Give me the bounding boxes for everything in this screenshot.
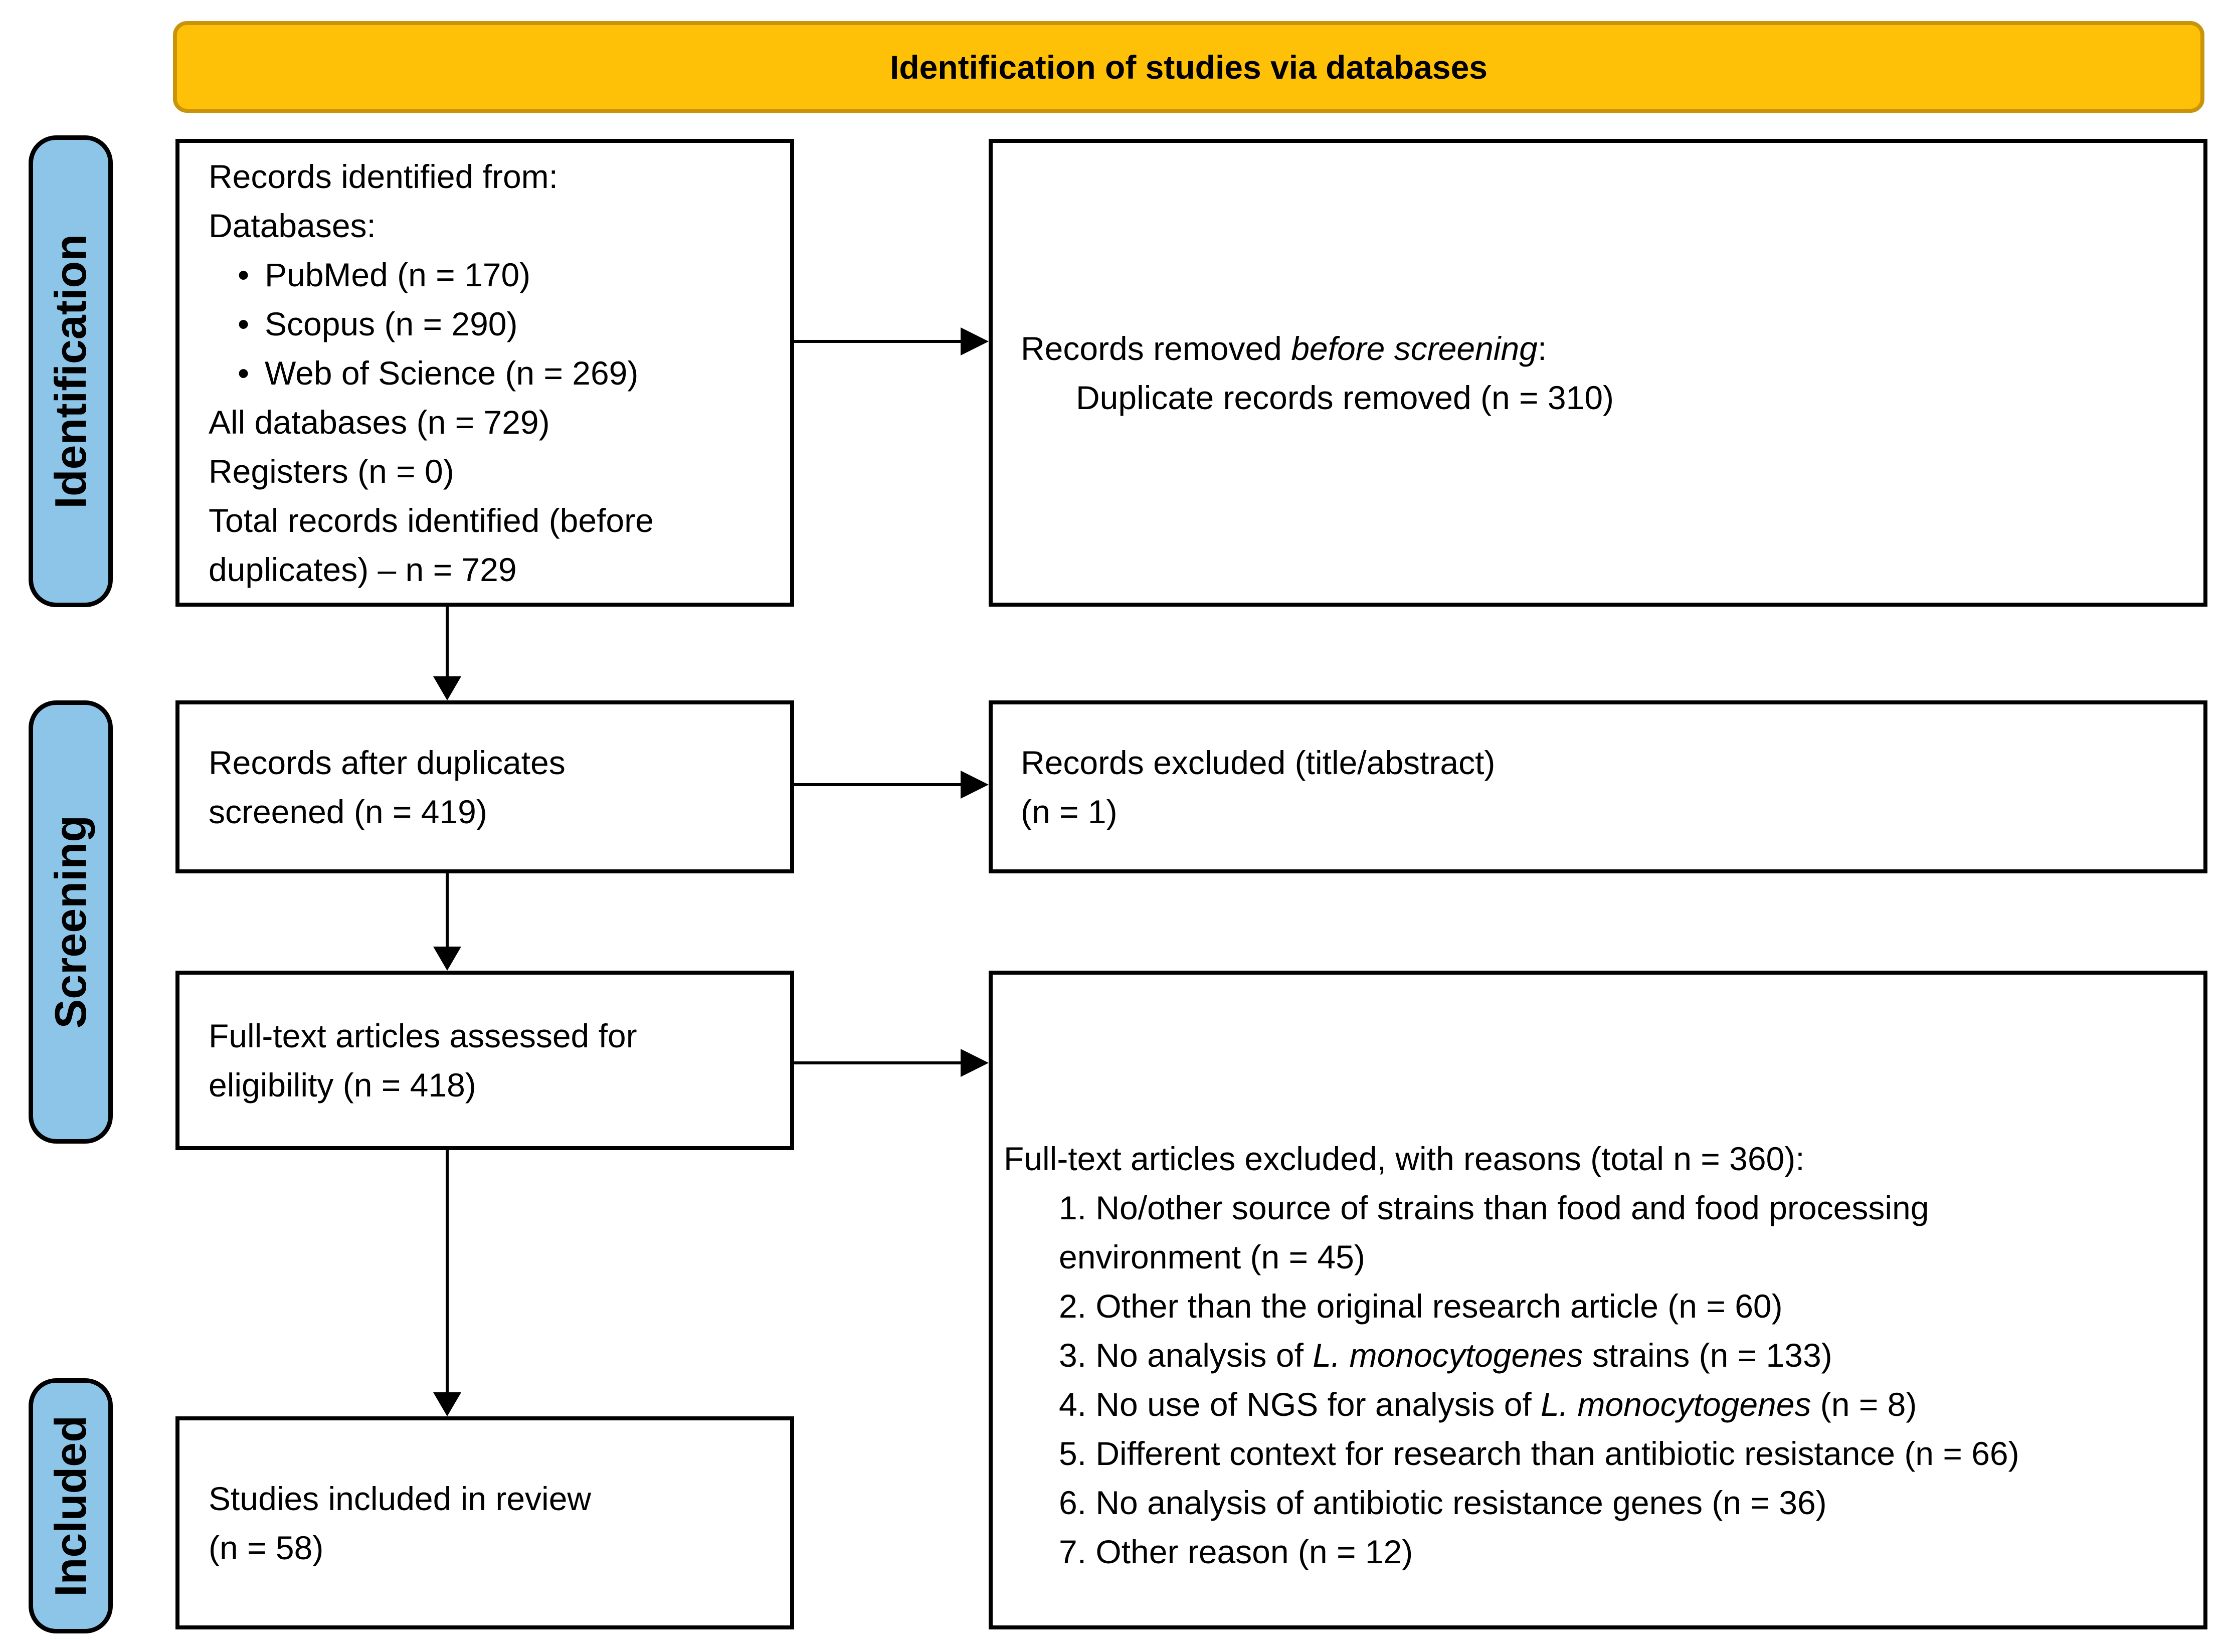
arrow-identified-to-removed-head (961, 327, 989, 355)
text-line: Registers (n = 0) (209, 452, 454, 490)
arrow-screened-to-excluded-head (961, 771, 989, 799)
text-line: Duplicate records removed (n = 310) (1076, 379, 1614, 416)
box-records-after-duplicates-screened: Records after duplicates screened (n = 41… (175, 700, 794, 873)
text-line: Records after duplicates (209, 744, 566, 781)
text-line: 6. No analysis of antibiotic resistance … (1059, 1484, 1827, 1521)
text-line: 5. Different context for research than a… (1059, 1435, 2019, 1472)
arrow-assessed-to-excluded-line (794, 1061, 963, 1064)
box-studies-included-in-review: Studies included in review (n = 58) (175, 1416, 794, 1629)
text-line: Total records identified (before (209, 501, 654, 539)
stage-label-screening: Screening (29, 700, 113, 1144)
text-line: 4. No use of NGS for analysis of L. mono… (1059, 1386, 1917, 1423)
text-line: Records excluded (title/abstract) (1021, 744, 1496, 781)
stage-label-identification: Identification (29, 135, 113, 607)
text-line: Records identified from: (209, 157, 558, 195)
text-line: Studies included in review (209, 1480, 592, 1517)
bullet-icon: • (238, 256, 250, 293)
arrow-assessed-to-included-head (433, 1392, 461, 1416)
text-line: 1. No/other source of strains than food … (1059, 1189, 1929, 1226)
arrow-assessed-to-included-line (446, 1150, 449, 1393)
box-fulltext-articles-assessed: Full-text articles assessed for eligibili… (175, 971, 794, 1150)
arrow-identified-to-screened-line (446, 607, 449, 678)
box-records-removed-before-screening: Records removed before screening: Duplica… (989, 139, 2207, 607)
text-line: Records removed before screening: (1021, 329, 1547, 367)
arrow-identified-to-removed-line (794, 340, 963, 343)
bullet-icon: • (238, 354, 250, 392)
arrow-screened-to-excluded-line (794, 783, 963, 786)
text-line: 7. Other reason (n = 12) (1059, 1533, 1413, 1570)
text-line: environment (n = 45) (1059, 1238, 1365, 1275)
text-line: (n = 1) (1021, 793, 1118, 830)
stage-label-included: Included (29, 1378, 113, 1633)
text-line: All databases (n = 729) (209, 403, 550, 441)
text-line: Databases: (209, 207, 376, 244)
text-line: duplicates) – n = 729 (209, 550, 517, 588)
text-line: 3. No analysis of L. monocytogenes strai… (1059, 1337, 1832, 1374)
diagram-title: Identification of studies via databases (890, 48, 1488, 86)
arrow-assessed-to-excluded-head (961, 1049, 989, 1077)
text-line: screened (n = 419) (209, 793, 487, 830)
box-records-excluded-title-abstract: Records excluded (title/abstract) (n = 1) (989, 700, 2207, 873)
arrow-screened-to-assessed-head (433, 947, 461, 971)
stage-label-text: Included (46, 1415, 95, 1597)
text-line: •PubMed (n = 170) (209, 250, 790, 299)
text-line: (n = 58) (209, 1529, 324, 1566)
arrow-identified-to-screened-head (433, 676, 461, 700)
text-line: Full-text articles excluded, with reason… (1004, 1140, 1805, 1177)
text-line: eligibility (n = 418) (209, 1066, 476, 1104)
text-line: 2. Other than the original research arti… (1059, 1288, 1783, 1325)
box-fulltext-articles-excluded-reasons: Full-text articles excluded, with reason… (989, 971, 2207, 1629)
text-line: Full-text articles assessed for (209, 1017, 637, 1054)
box-records-identified: Records identified from: Databases: •PubMe… (175, 139, 794, 607)
diagram-title-banner: Identification of studies via databases (173, 21, 2204, 113)
stage-label-text: Identification (46, 234, 95, 509)
bullet-icon: • (238, 305, 250, 342)
stage-label-text: Screening (46, 815, 95, 1029)
text-line: •Scopus (n = 290) (209, 299, 790, 348)
text-line: •Web of Science (n = 269) (209, 348, 790, 398)
arrow-screened-to-assessed-line (446, 873, 449, 948)
